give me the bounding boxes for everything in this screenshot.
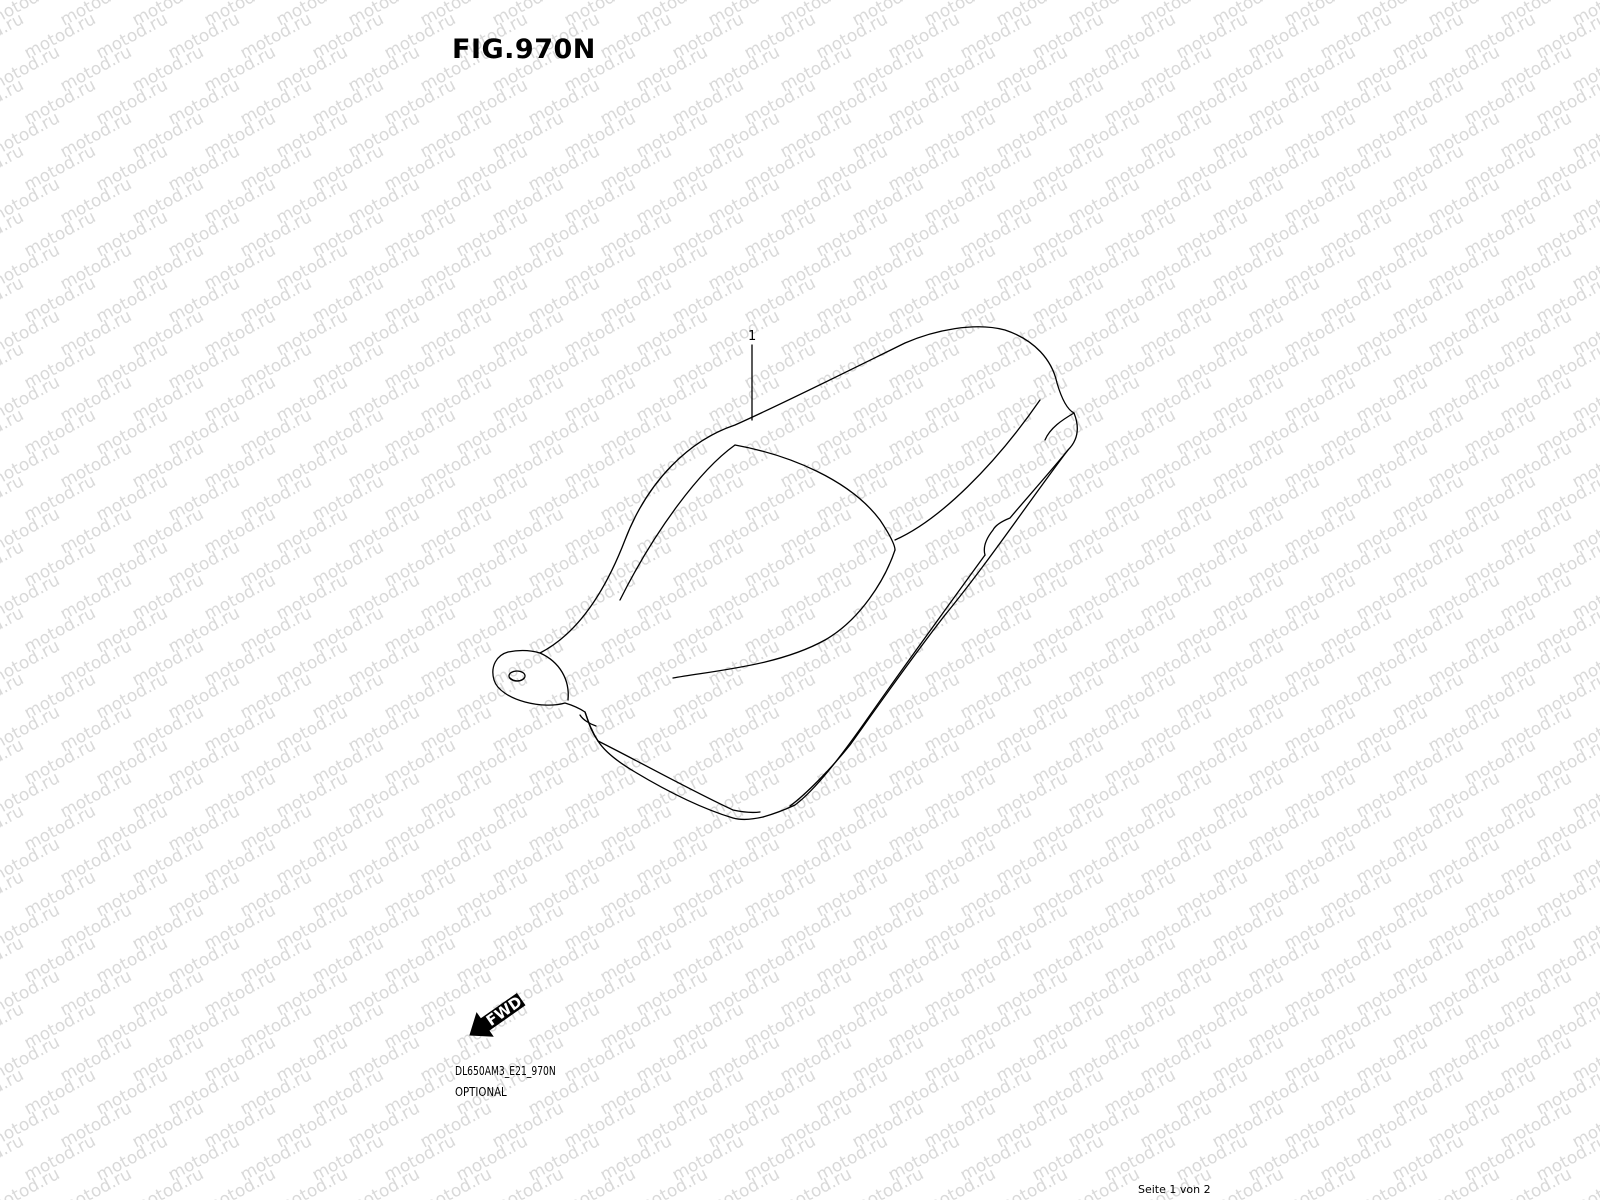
page-indicator: Seite 1 von 2	[1138, 1183, 1211, 1196]
seat-rear-edge	[983, 412, 1079, 556]
seat-passenger-stitch	[894, 399, 1041, 541]
seat-tab-hole-inner	[509, 677, 525, 682]
seat-rider-curve	[672, 549, 896, 679]
forward-arrow-shape	[469, 993, 526, 1037]
seat-side-notch	[579, 714, 597, 727]
seat-right-flank	[762, 554, 986, 818]
part-number-label[interactable]: 1	[748, 329, 756, 344]
seat-bottom-strip	[597, 740, 761, 814]
seat-bottom-edge	[584, 711, 764, 821]
footer-note: OPTIONAL	[455, 1085, 507, 1099]
seat-outer-flank	[789, 449, 1069, 807]
seat-top-outline	[539, 326, 1075, 654]
seat-tab-rim	[539, 652, 569, 701]
seat-hump-line	[1044, 412, 1075, 441]
figure-title: FIG.970N	[452, 34, 596, 65]
seat-drawing[interactable]	[492, 326, 1079, 821]
seat-split-line	[734, 444, 896, 551]
seat-front-tab	[492, 649, 599, 742]
seat-rider-front	[619, 444, 736, 601]
diagram-code: DL650AM3_E21_970N	[455, 1064, 556, 1078]
forward-arrow-icon: FWD	[469, 992, 526, 1037]
